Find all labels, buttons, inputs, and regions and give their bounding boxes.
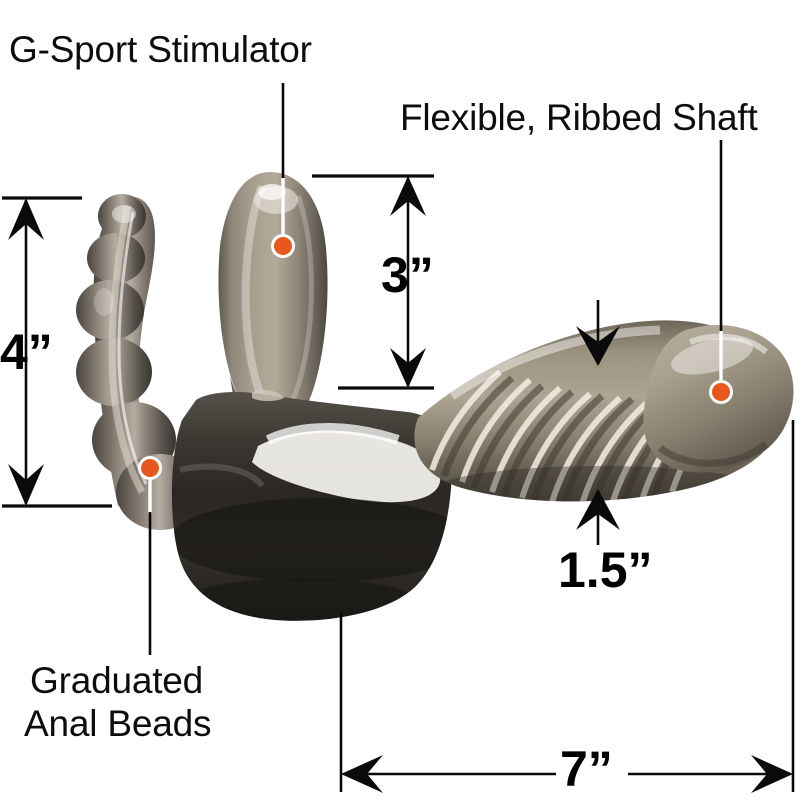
measurement-beads-height (2, 196, 112, 508)
dimension-value-plug-height: 3” (381, 247, 434, 303)
callout-flexible-ribbed-shaft (709, 140, 733, 404)
label-graduated-anal-beads-line1: Graduated (30, 660, 204, 701)
callout-g-sport-stimulator (271, 83, 295, 258)
measurement-shaft-girth (576, 300, 620, 545)
dimension-value-shaft-girth: 1.5” (558, 542, 653, 598)
label-graduated-anal-beads-line2: Anal Beads (24, 703, 212, 744)
callout-graduated-anal-beads (138, 456, 162, 655)
product-part-base-body (171, 390, 452, 621)
dimension-value-total-length: 7” (560, 741, 613, 797)
measurement-plug-height (312, 174, 434, 390)
measurement-total-length (339, 420, 795, 793)
label-flexible-ribbed-shaft: Flexible, Ribbed Shaft (400, 97, 758, 138)
product-part-ribbed-shaft (414, 320, 794, 502)
label-g-sport-stimulator: G-Sport Stimulator (9, 29, 312, 70)
dimension-value-beads-height: 4” (0, 324, 53, 380)
